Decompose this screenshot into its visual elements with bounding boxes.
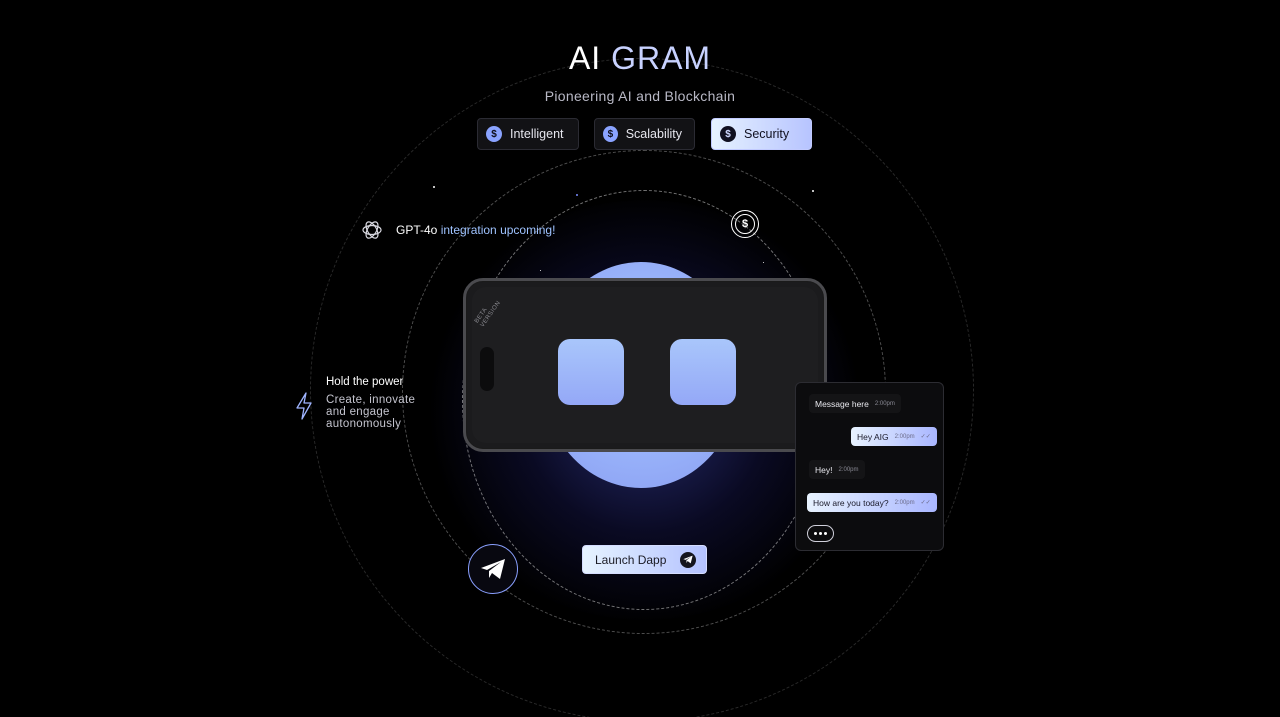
star bbox=[433, 186, 435, 188]
telegram-icon bbox=[680, 551, 696, 568]
phone-camera-island bbox=[480, 347, 494, 391]
dollar-coin-icon: $ bbox=[731, 210, 759, 238]
chat-message-incoming: Message here 2:00pm bbox=[809, 394, 901, 413]
star bbox=[763, 262, 764, 263]
gpt-integration-note: GPT-4o integration upcoming! bbox=[360, 218, 555, 242]
chat-message-outgoing: How are you today? 2:00pm ✓✓ bbox=[807, 493, 937, 512]
launch-dapp-label: Launch Dapp bbox=[595, 552, 667, 567]
feature-intelligent-chip[interactable]: $ Intelligent bbox=[477, 118, 579, 150]
gpt-note-text: GPT-4o integration upcoming! bbox=[396, 223, 556, 237]
page-title: AI GRAM bbox=[0, 40, 1280, 77]
title-part-ai: AI bbox=[568, 40, 612, 76]
phone-mockup: BETA VERSION bbox=[463, 278, 827, 452]
page-subtitle: Pioneering AI and Blockchain bbox=[544, 88, 736, 104]
feature-scalability-chip[interactable]: $ Scalability bbox=[594, 118, 695, 150]
lightning-bolt-icon bbox=[296, 392, 312, 420]
telegram-button[interactable] bbox=[468, 544, 518, 594]
hold-the-power-block: Hold the power Create, innovate and enga… bbox=[294, 376, 422, 430]
power-description: Create, innovate and engage autonomously bbox=[326, 394, 416, 430]
star bbox=[576, 194, 578, 196]
dollar-coin-icon: $ bbox=[486, 126, 502, 142]
star bbox=[540, 270, 541, 271]
feature-security-chip[interactable]: $ Security bbox=[711, 118, 812, 150]
chat-message-outgoing: Hey AIG 2:00pm ✓✓ bbox=[851, 427, 937, 446]
beta-badge: BETA VERSION bbox=[474, 300, 503, 329]
read-ticks-icon: ✓✓ bbox=[920, 500, 931, 506]
telegram-icon bbox=[481, 559, 505, 579]
feature-label: Security bbox=[744, 127, 790, 141]
read-ticks-icon: ✓✓ bbox=[920, 434, 931, 440]
phone-screen: BETA VERSION bbox=[472, 287, 818, 443]
chat-message-incoming: Hey! 2:00pm bbox=[809, 460, 865, 479]
robot-eye-right bbox=[670, 339, 736, 405]
dollar-coin-icon: $ bbox=[603, 126, 618, 142]
title-part-gram: GRAM bbox=[611, 40, 712, 76]
star bbox=[812, 190, 814, 192]
orbit-ring-outer bbox=[310, 58, 974, 717]
launch-dapp-button[interactable]: Launch Dapp bbox=[582, 545, 707, 574]
feature-label: Intelligent bbox=[510, 127, 564, 141]
typing-indicator-icon bbox=[807, 525, 834, 542]
robot-eye-left bbox=[558, 339, 624, 405]
feature-label: Scalability bbox=[625, 127, 682, 141]
dollar-coin-icon: $ bbox=[720, 126, 736, 142]
openai-logo-icon bbox=[362, 221, 382, 239]
chat-window: Message here 2:00pm Hey AIG 2:00pm ✓✓ He… bbox=[795, 382, 944, 551]
power-heading: Hold the power bbox=[326, 376, 404, 388]
